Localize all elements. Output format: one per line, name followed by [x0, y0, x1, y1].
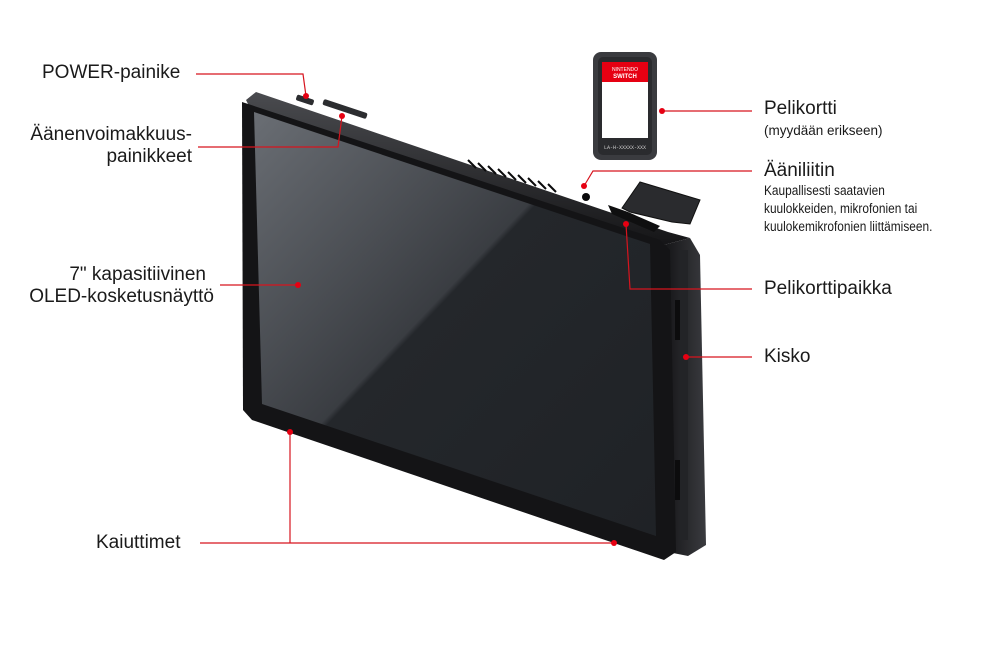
label-audio-jack-note-3: kuulokemikrofonien liittämiseen.	[764, 219, 933, 234]
callout-dots	[287, 93, 689, 546]
dot-speaker-left	[287, 429, 293, 435]
card-brand-line2: SWITCH	[613, 74, 637, 80]
dot-audio-jack	[581, 183, 587, 189]
dot-screen	[295, 282, 301, 288]
leader-lines	[196, 73, 752, 544]
leader-volume	[198, 115, 343, 148]
audio-jack-hole	[582, 193, 590, 201]
dot-card-slot	[623, 221, 629, 227]
power-button	[296, 94, 314, 106]
label-screen-line1: 7" kapasitiivinen	[69, 264, 206, 285]
dot-power	[303, 93, 309, 99]
label-volume-line1: Äänenvoimakkuus-	[30, 124, 192, 145]
label-audio-jack: Ääniliitin	[764, 160, 835, 181]
dot-volume	[339, 113, 345, 119]
label-speakers: Kaiuttimet	[96, 532, 181, 553]
card-brand-line1: NINTENDO	[612, 67, 638, 73]
card-label-band	[602, 62, 648, 82]
game-card: NINTENDO SWITCH LA-H-XXXXX-XXX	[593, 52, 657, 160]
dot-speaker-right	[611, 540, 617, 546]
label-game-card-note: (myydään erikseen)	[764, 123, 883, 138]
rail-groove	[680, 250, 688, 540]
leader-power	[196, 73, 307, 97]
label-audio-jack-note-2: kuulokkeiden, mikrofonien tai	[764, 201, 918, 216]
leader-speakers	[200, 432, 614, 544]
label-card-slot: Pelikorttipaikka	[764, 278, 892, 299]
label-screen-line2: OLED-kosketusnäyttö	[29, 286, 214, 307]
dot-rail	[683, 354, 689, 360]
label-audio-jack-note-1: Kaupallisesti saatavien	[764, 183, 885, 198]
label-volume-line2: painikkeet	[106, 146, 192, 167]
leader-card-slot	[625, 223, 752, 290]
card-slot-cover	[621, 181, 701, 225]
console-top-edge	[246, 92, 690, 246]
label-power: POWER-painike	[42, 62, 181, 83]
label-game-card: Pelikortti	[764, 98, 837, 119]
leader-audio-jack	[583, 170, 752, 187]
volume-buttons	[322, 99, 368, 119]
label-rail: Kisko	[764, 346, 811, 367]
dot-game-card	[659, 108, 665, 114]
card-code: LA-H-XXXXX-XXX	[604, 145, 646, 151]
vent-grille	[467, 159, 557, 193]
oled-screen	[254, 112, 656, 536]
